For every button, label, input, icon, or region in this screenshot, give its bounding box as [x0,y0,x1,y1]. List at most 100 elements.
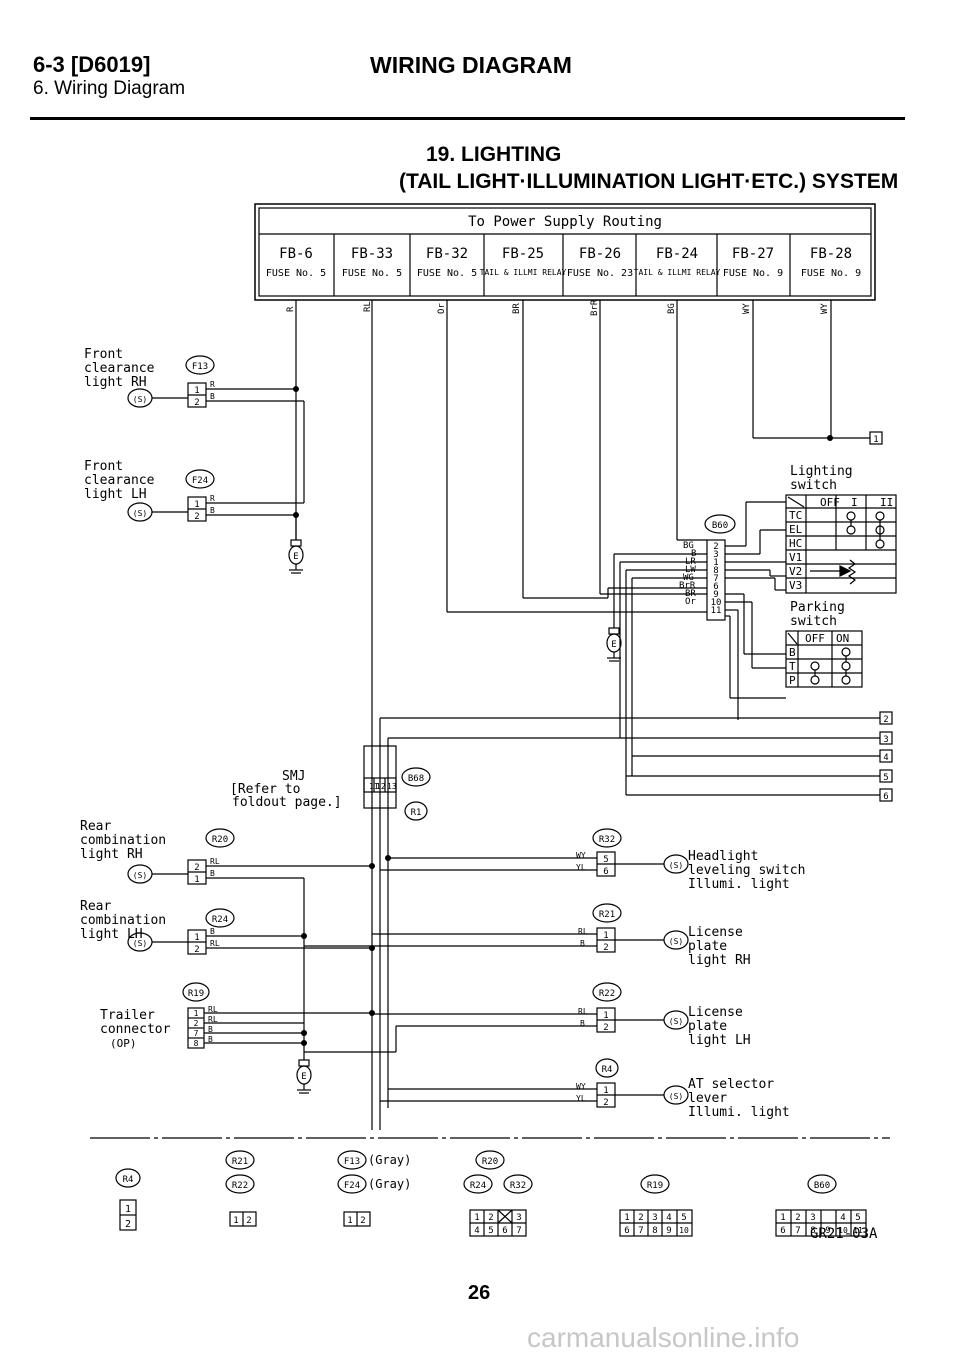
svg-text:BG: BG [683,541,694,551]
svg-text:(S): (S) [133,871,147,880]
svg-text:(S): (S) [669,1092,683,1101]
svg-text:V1: V1 [789,551,802,564]
svg-text:2: 2 [883,715,888,725]
wire-label-r: R [286,306,296,312]
ground-front: E [288,539,304,574]
svg-text:Front: Front [84,347,123,362]
svg-text:7: 7 [713,574,718,584]
svg-text:RL: RL [578,1007,588,1016]
svg-text:Parking: Parking [790,600,845,615]
connector-legend: R4 1 2 R21 R22 1 2 F13 (Gray) F24 (Gray)… [115,1150,867,1237]
svg-text:5: 5 [883,773,888,783]
svg-text:6: 6 [502,1226,507,1236]
svg-text:5: 5 [603,855,608,865]
header-rule [30,117,905,120]
svg-text:F13: F13 [192,362,208,372]
svg-text:R1: R1 [411,808,422,818]
svg-text:5: 5 [681,1213,686,1223]
svg-text:1: 1 [624,1213,629,1223]
svg-text:10: 10 [679,1226,689,1235]
fuse-id-5: FB-26 [579,246,621,262]
svg-text:4: 4 [840,1213,845,1223]
off-page-ref-1: 1 [827,431,883,445]
page-heading: WIRING DIAGRAM [370,52,572,78]
svg-text:2: 2 [488,1213,493,1223]
svg-text:9: 9 [666,1226,671,1236]
ground-rear: E [296,1059,312,1094]
svg-text:6: 6 [713,582,718,592]
svg-text:B: B [210,927,215,936]
ground-middle: E [606,627,622,662]
svg-text:combination: combination [80,913,166,928]
svg-text:1: 1 [194,875,199,885]
svg-text:3: 3 [883,735,888,745]
svg-text:7: 7 [638,1226,643,1236]
svg-text:light RH: light RH [80,847,143,862]
svg-text:1: 1 [194,933,199,943]
svg-text:V3: V3 [789,579,802,592]
svg-text:7: 7 [516,1226,521,1236]
svg-text:V2: V2 [789,565,802,578]
svg-text:11: 11 [711,606,722,616]
svg-text:WY: WY [576,1082,586,1091]
svg-text:RL: RL [578,927,588,936]
fuse-label-5: FUSE No. 23 [567,268,633,279]
front-clearance-rh: Front clearance light RH F13 (S) 1 2 R B [84,347,304,408]
section-code: 6-3 [D6019] [33,52,151,77]
wire-label-brr: BrR [590,299,600,316]
svg-text:R20: R20 [482,1157,498,1167]
svg-text:(Gray): (Gray) [368,1153,411,1167]
svg-text:connector: connector [100,1022,171,1037]
fuse-id-1: FB-6 [279,246,313,262]
svg-text:combination: combination [80,833,166,848]
svg-text:1: 1 [233,1216,238,1226]
diagram-subtitle: (TAIL LIGHT·ILLUMINATION LIGHT·ETC.) SYS… [399,170,899,193]
fuse-label-1: FUSE No. 5 [266,268,326,279]
svg-text:5: 5 [855,1213,860,1223]
fuse-label-6: TAIL & ILLMI RELAY [634,268,721,277]
svg-text:1: 1 [194,1009,199,1018]
wire-label-wy2: WY [820,303,830,314]
power-supply-box: To Power Supply Routing FB-6 FUSE No. 5 … [254,203,876,301]
svg-text:B60: B60 [712,521,728,531]
svg-text:light LH: light LH [80,927,143,942]
trailer-connector: Trailer connector (OP) R19 1 2 7 8 RL RL… [100,878,375,1060]
lighting-switch: Lighting switch OFF I II TC EL HC V1 V2 … [785,464,897,594]
svg-text:B: B [210,506,215,515]
svg-text:clearance: clearance [84,361,155,376]
svg-text:License: License [688,925,743,940]
svg-text:B: B [208,1025,213,1034]
svg-text:foldout page.]: foldout page.] [232,795,342,810]
svg-text:(OP): (OP) [110,1037,137,1050]
svg-text:1: 1 [713,558,718,568]
svg-text:Lighting: Lighting [790,464,853,479]
svg-text:switch: switch [790,478,837,493]
page-number: 26 [468,1282,491,1304]
svg-text:Rear: Rear [80,819,111,834]
svg-text:10: 10 [711,598,722,608]
wire-label-bg: BG [667,303,677,314]
svg-text:E: E [301,1072,306,1082]
svg-text:R: R [210,494,215,503]
smj-junction: SMJ [Refer to foldout page.] 11 12 13 B6… [230,745,431,821]
svg-text:9: 9 [713,590,718,600]
svg-text:switch: switch [790,614,837,629]
svg-text:2: 2 [125,1219,131,1230]
fuse-id-2: FB-33 [351,246,393,262]
svg-text:II: II [880,496,893,509]
license-plate-rh: R21 1 2 RL B (S) License plate light RH [304,903,751,968]
svg-text:I: I [851,496,858,509]
svg-text:2: 2 [795,1213,800,1223]
svg-text:BrR: BrR [679,581,696,591]
svg-text:2: 2 [194,863,199,873]
svg-text:13: 13 [387,782,397,791]
svg-text:F24: F24 [192,476,208,486]
svg-text:B: B [789,646,796,659]
svg-text:R4: R4 [123,1175,134,1185]
parking-switch: Parking switch OFF ON B T P [785,600,863,688]
svg-text:2: 2 [603,1098,608,1108]
svg-text:B: B [210,392,215,401]
power-box-title: To Power Supply Routing [468,214,662,230]
fuse-label-3: FUSE No. 5 [417,268,477,279]
